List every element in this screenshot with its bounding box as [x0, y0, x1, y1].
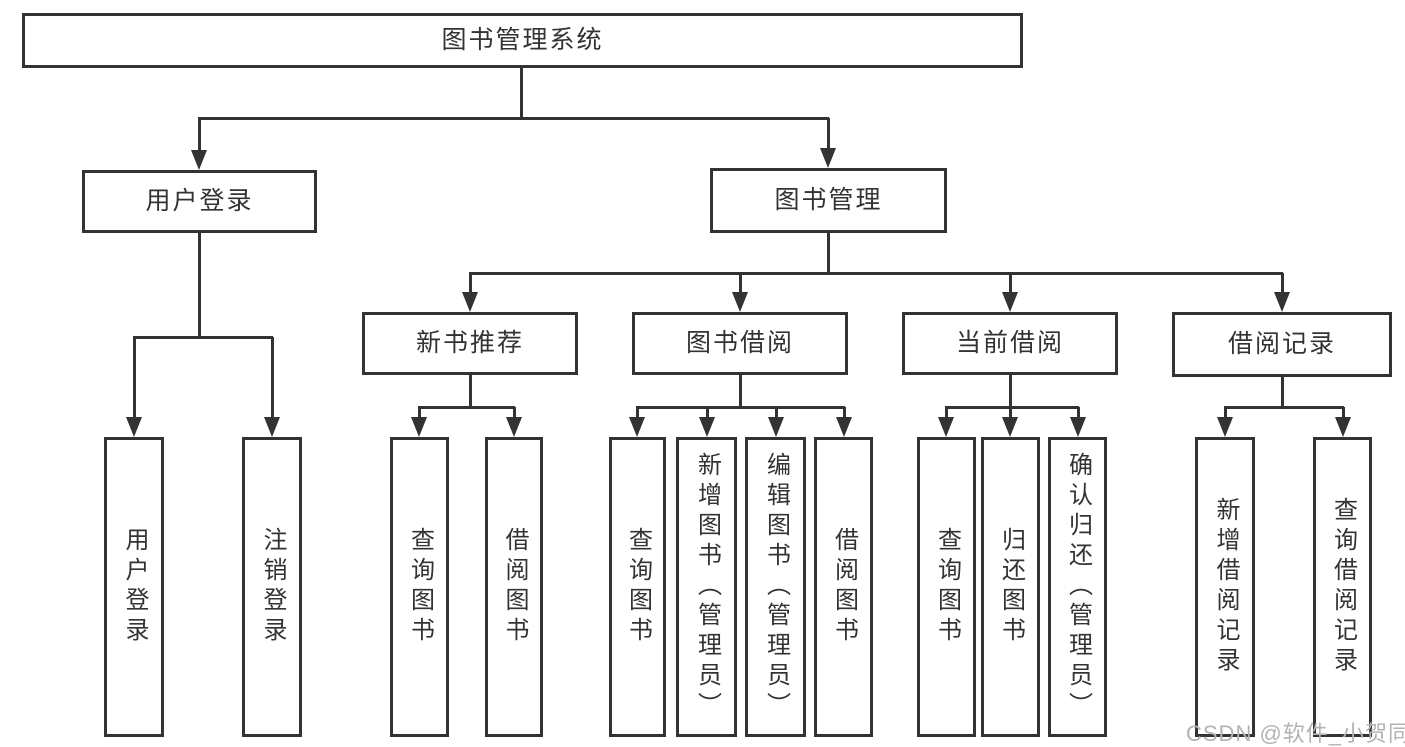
node-system-root: 图书管理系统 — [22, 13, 1023, 68]
connector-rail — [945, 406, 1079, 409]
arrow-shaft — [775, 407, 778, 427]
node-leaf-user-login: 用户登录 — [104, 437, 164, 737]
connector-rail — [133, 336, 273, 339]
arrow-down-icon — [820, 148, 836, 168]
arrow-shaft — [271, 337, 274, 427]
node-leaf-query-books-current: 查询图书 — [917, 437, 976, 737]
connector-stem — [520, 68, 523, 120]
connector-rail — [198, 117, 829, 120]
arrow-down-icon — [732, 292, 748, 312]
arrow-down-icon — [1002, 417, 1018, 437]
arrow-down-icon — [1274, 292, 1290, 312]
arrow-down-icon — [768, 417, 784, 437]
node-book-borrowing: 图书借阅 — [632, 312, 848, 375]
node-leaf-query-books-borrowing: 查询图书 — [609, 437, 666, 737]
node-book-management: 图书管理 — [710, 168, 947, 233]
arrow-down-icon — [1217, 417, 1233, 437]
node-leaf-return-books: 归还图书 — [981, 437, 1040, 737]
arrow-down-icon — [938, 417, 954, 437]
connector-rail — [469, 272, 1283, 275]
connector-stem — [739, 375, 742, 409]
arrow-shaft — [513, 407, 516, 427]
arrow-shaft — [1009, 273, 1012, 302]
connector-stem — [1009, 375, 1012, 409]
node-leaf-query-books-recommend: 查询图书 — [390, 437, 449, 737]
node-leaf-logout: 注销登录 — [242, 437, 302, 737]
arrow-down-icon — [264, 417, 280, 437]
arrow-shaft — [418, 407, 421, 427]
arrow-down-icon — [191, 150, 207, 170]
connector-rail — [418, 406, 515, 409]
arrow-shaft — [469, 273, 472, 302]
node-new-book-recommend: 新书推荐 — [362, 312, 578, 375]
arrow-shaft — [706, 407, 709, 427]
connector-rail — [1224, 406, 1344, 409]
node-borrowing-records: 借阅记录 — [1172, 312, 1392, 377]
arrow-down-icon — [411, 417, 427, 437]
arrow-shaft — [843, 407, 846, 427]
arrow-down-icon — [1335, 417, 1351, 437]
node-user-login: 用户登录 — [82, 170, 317, 233]
connector-stem — [827, 233, 830, 275]
arrow-shaft — [827, 118, 830, 158]
csdn-watermark: CSDN @软件_小贺同学 — [1186, 721, 1405, 746]
arrow-down-icon — [1002, 292, 1018, 312]
arrow-shaft — [1077, 407, 1080, 427]
node-leaf-confirm-return-admin: 确认归还（管理员） — [1048, 437, 1107, 737]
arrow-down-icon — [699, 417, 715, 437]
node-leaf-add-borrow-record: 新增借阅记录 — [1195, 437, 1255, 737]
arrow-down-icon — [836, 417, 852, 437]
node-leaf-query-borrow-record: 查询借阅记录 — [1313, 437, 1372, 737]
arrow-shaft — [1224, 407, 1227, 427]
node-leaf-borrow-books-borrowing: 借阅图书 — [814, 437, 873, 737]
connector-stem — [198, 233, 201, 339]
arrow-shaft — [1009, 407, 1012, 427]
node-leaf-borrow-books-recommend: 借阅图书 — [485, 437, 543, 737]
node-leaf-edit-books-admin: 编辑图书（管理员） — [745, 437, 806, 737]
arrow-down-icon — [506, 417, 522, 437]
arrow-shaft — [945, 407, 948, 427]
arrow-down-icon — [462, 292, 478, 312]
arrow-shaft — [198, 118, 201, 160]
arrow-shaft — [1342, 407, 1345, 427]
arrow-down-icon — [126, 417, 142, 437]
node-leaf-add-books-admin: 新增图书（管理员） — [676, 437, 737, 737]
arrow-shaft — [636, 407, 639, 427]
arrow-down-icon — [629, 417, 645, 437]
arrow-shaft — [1281, 273, 1284, 302]
arrow-shaft — [739, 273, 742, 302]
arrow-shaft — [133, 337, 136, 427]
node-current-borrowing: 当前借阅 — [902, 312, 1118, 375]
connector-stem — [1281, 377, 1284, 409]
arrow-down-icon — [1070, 417, 1086, 437]
connector-stem — [469, 375, 472, 409]
